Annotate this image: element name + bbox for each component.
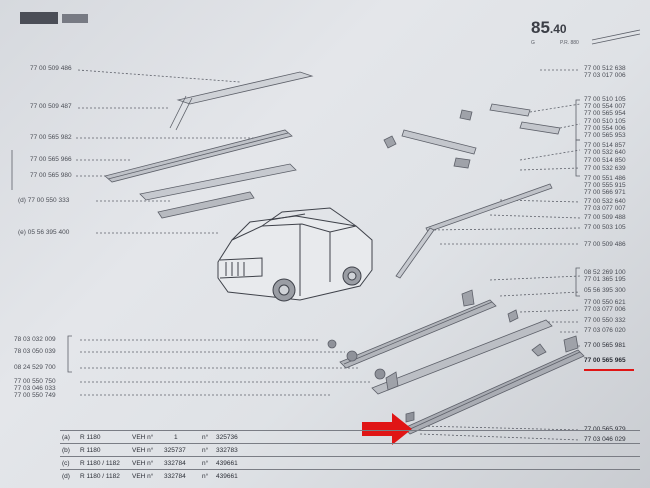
table-cell-value: 439661 [216,460,238,467]
ref-left-3: 77 00 565 982 [30,134,72,141]
ref-right-26: 77 00 550 332 [584,317,626,324]
ref-right-28: 77 00 565 981 [584,342,626,349]
ref-right-14: 77 00 555 915 [584,182,626,189]
page-subtitle-left: G [531,40,535,46]
ref-right-20: 77 00 509 486 [584,241,626,248]
ref-right-13: 77 00 551 486 [584,175,626,182]
ref-right-27: 77 03 076 020 [584,327,626,334]
table-cell-ven: VEH n° [132,473,154,480]
table-cell-value: 439661 [216,473,238,480]
ref-right-31: 77 03 046 029 [584,436,626,443]
ref-right-23: 05 56 395 300 [584,287,626,294]
ref-right-19: 77 00 503 105 [584,224,626,231]
table-cell-to: n° [202,473,209,480]
table-cell-value: 332783 [216,447,238,454]
ref-right-29-highlighted: 77 00 565 965 [584,357,626,364]
table-rule [60,443,640,444]
ref-left-9: 78 03 050 039 [14,348,56,355]
ref-right-7: 77 00 554 006 [584,125,626,132]
table-cell-ven: VEH n° [132,460,154,467]
ref-right-3: 77 00 510 105 [584,96,626,103]
table-row: (d) R 1180 / 1182 VEH n° 332784 n° 43966… [60,471,640,482]
highlight-underline [584,369,634,371]
ref-right-4: 77 00 554 007 [584,103,626,110]
ref-right-9: 77 00 514 857 [584,142,626,149]
ref-left-13: 77 00 550 749 [14,392,56,399]
table-cell-model: R 1180 / 1182 [80,473,120,480]
table-cell-model: R 1180 / 1182 [80,460,120,467]
page-number: 85.40 [531,18,567,38]
page-subtitle-right: P.R. 880 [560,40,579,46]
catalogue-logo-secondary [62,14,88,23]
ref-left-4: 77 00 565 966 [30,156,72,163]
table-cell-model: R 1180 [80,447,101,454]
table-cell-mark: (d) [62,473,70,480]
ref-left-12: 77 03 046 033 [14,385,56,392]
table-rule [60,430,640,431]
table-cell-value: 325736 [216,434,238,441]
table-cell-from: 325737 [164,447,186,454]
ref-right-6: 77 00 510 105 [584,118,626,125]
ref-right-22: 77 01 365 195 [584,276,626,283]
ref-right-30: 77 00 565 979 [584,426,626,434]
table-cell-from: 332784 [164,460,186,467]
table-rule [60,469,640,470]
table-row: (a) R 1180 VEH n° 1 n° 325736 [60,432,640,443]
ref-right-24: 77 00 550 621 [584,299,626,306]
ref-left-10: 08 24 529 700 [14,364,56,371]
ref-right-15: 77 00 566 971 [584,189,626,196]
table-cell-from: 332784 [164,473,186,480]
ref-right-17: 77 03 077 007 [584,205,626,212]
ref-right-11: 77 00 514 850 [584,157,626,164]
ref-right-8: 77 00 565 953 [584,132,626,139]
ref-right-25: 77 03 077 006 [584,306,626,313]
page-number-main: 85 [531,18,550,37]
table-cell-mark: (a) [62,434,70,441]
table-cell-to: n° [202,460,209,467]
table-cell-ven: VEH n° [132,434,154,441]
table-cell-to: n° [202,434,209,441]
ref-right-5: 77 00 565 954 [584,110,626,117]
ref-left-11: 77 00 550 750 [14,378,56,385]
table-cell-ven: VEH n° [132,447,154,454]
ref-left-1: 77 00 509 486 [30,65,72,72]
ref-left-5: 77 00 565 980 [30,172,72,179]
table-cell-mark: (c) [62,460,70,467]
page-number-sub: .40 [549,22,567,36]
ref-right-21: 08 52 269 100 [584,269,626,276]
ref-right-10: 77 00 532 640 [584,149,626,156]
ref-right-2: 77 03 017 006 [584,72,626,79]
table-cell-to: n° [202,447,209,454]
table-cell-from: 1 [174,434,178,441]
ref-left-7: (e) 05 56 395 400 [18,229,70,236]
table-row: (c) R 1180 / 1182 VEH n° 332784 n° 43966… [60,458,640,469]
ref-right-1: 77 00 512 638 [584,65,626,72]
ref-left-8: 78 03 032 009 [14,336,56,343]
catalogue-logo [20,12,58,24]
ref-right-16: 77 00 532 640 [584,198,626,205]
ref-right-18: 77 00 509 488 [584,214,626,221]
ref-right-12: 77 00 532 639 [584,165,626,172]
table-row: (b) R 1180 VEH n° 325737 n° 332783 [60,445,640,456]
table-rule [60,456,640,457]
table-cell-model: R 1180 [80,434,101,441]
table-cell-mark: (b) [62,447,70,454]
red-arrow-icon [362,413,412,445]
ref-left-6: (d) 77 00 550 333 [18,197,70,204]
applicability-table: (a) R 1180 VEH n° 1 n° 325736 (b) R 1180… [60,430,640,488]
ref-left-2: 77 00 509 487 [30,103,72,110]
